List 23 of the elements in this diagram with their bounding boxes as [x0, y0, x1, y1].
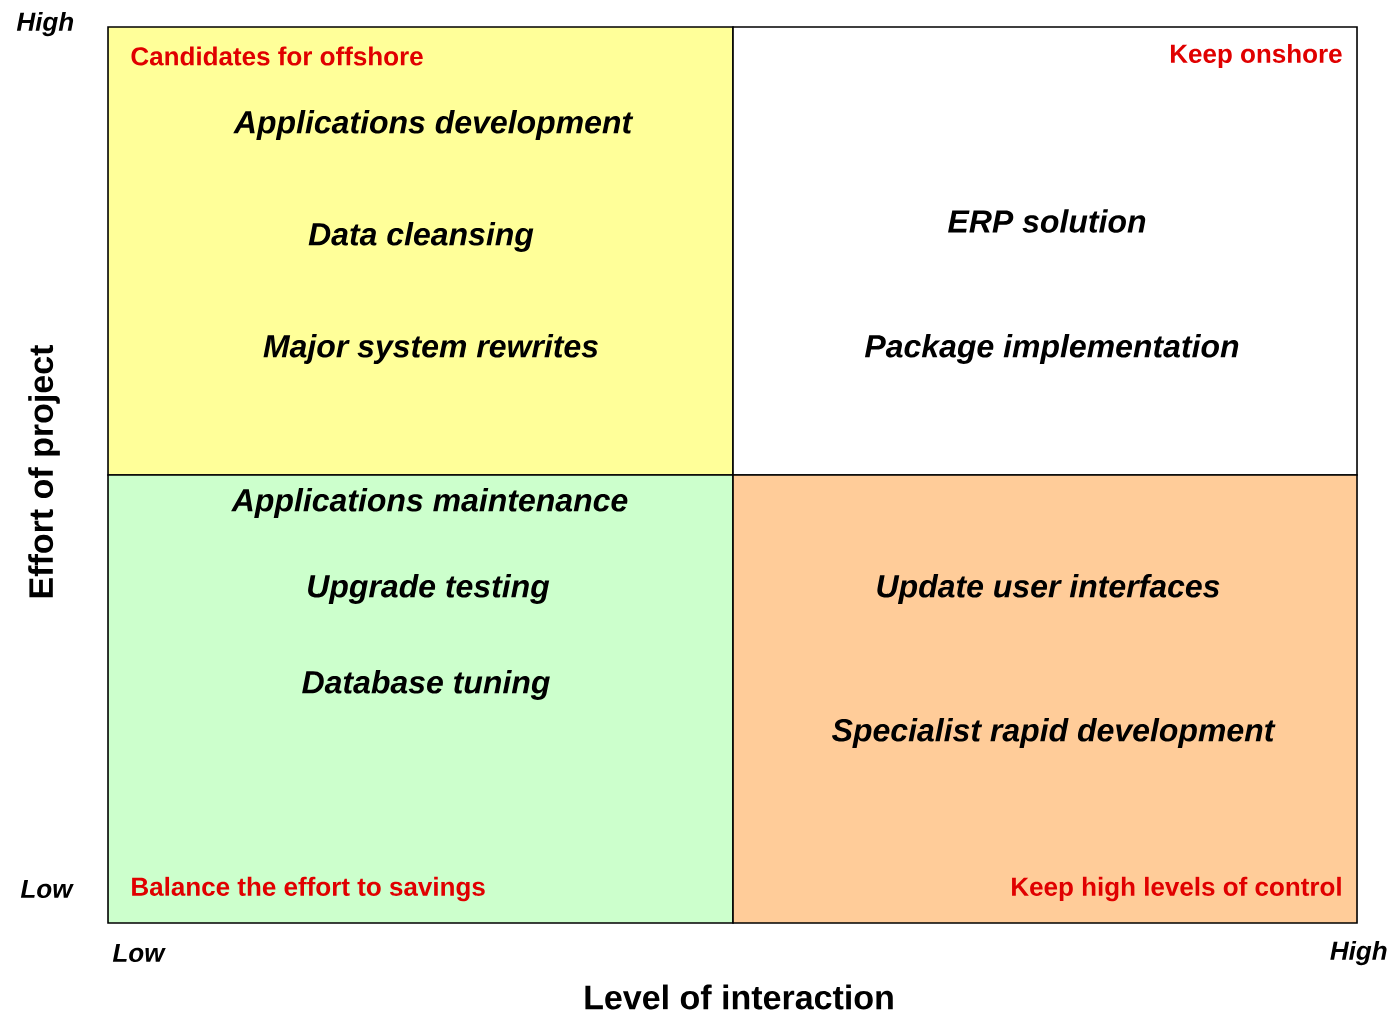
axis-end-label: Low	[20, 879, 74, 899]
item-label: ERP solution	[948, 209, 1146, 233]
item-label: Upgrade testing	[308, 574, 550, 604]
item-label: Applications maintenance	[231, 488, 628, 518]
item-label: Database tuning	[302, 670, 550, 700]
quadrant-box	[732, 474, 1358, 924]
item-label: Update user interfaces	[877, 574, 1220, 604]
item-label: Applications development	[233, 110, 634, 140]
item-label: Major system rewrites	[263, 334, 598, 364]
quadrant-box	[107, 26, 734, 476]
axis-title: Effort of project	[28, 344, 60, 598]
item-label: Data cleansing	[308, 222, 534, 252]
axis-end-label: High	[1330, 940, 1387, 966]
axis-end-label: High	[16, 11, 74, 37]
quadrant-box	[732, 26, 1358, 476]
quadrant-title: Candidates for offshore	[131, 46, 423, 66]
quadrant-title: Keep onshore	[1170, 43, 1342, 69]
quadrant-title: Balance the effort to savings	[132, 876, 485, 902]
quadrant-title: Keep high levels of control	[1012, 876, 1341, 902]
item-label: Package implementation	[864, 334, 1239, 364]
item-label: Specialist rapid development	[832, 718, 1276, 748]
axis-title: Level of interaction	[585, 984, 893, 1010]
quadrant-box	[107, 474, 734, 924]
